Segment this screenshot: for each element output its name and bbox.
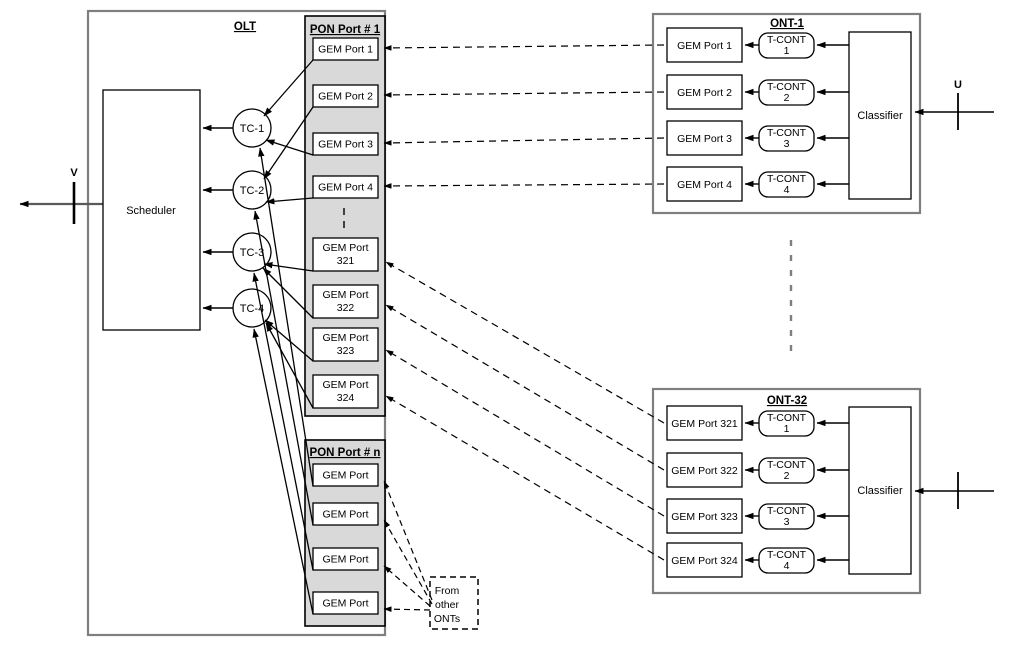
pon1-gem-port-2-box xyxy=(312,84,379,108)
v-reference-label: V xyxy=(70,167,78,179)
link-ont32-gem323-to-pon1-gem323 xyxy=(385,349,665,517)
link-ponn-gem3-to-tc3 xyxy=(252,272,314,571)
ont32-gem-port-323-box xyxy=(666,498,743,534)
pon1-gem-port-322-box xyxy=(312,284,379,319)
link-gem321-to-tc3 xyxy=(263,262,314,272)
pon1-gem-port-321-box xyxy=(312,237,379,272)
ont32-gem-port-321-label: GEM Port 321 xyxy=(671,418,738,430)
link-ont32-gem324-to-pon1-gem324 xyxy=(385,395,665,561)
link-otheronts-to-ponn-gem4 xyxy=(383,606,431,612)
link-ont1-gem4-to-pon1-gem4 xyxy=(383,183,665,189)
ponn-gem-port-3-label: GEM Port xyxy=(322,554,368,566)
link-gem1-to-tc1 xyxy=(263,59,314,117)
ont1-gem-port-3-label: GEM Port 3 xyxy=(677,133,732,145)
link-ont1-gem3-to-pon1-gem3 xyxy=(383,137,665,146)
link-ont32-gem322-to-pon1-gem322 xyxy=(385,304,665,471)
olt-tc-4-label: TC-4 xyxy=(240,303,264,315)
link-otheronts-to-ponn-gem3 xyxy=(383,565,431,607)
scheduler-box xyxy=(102,89,201,331)
from-other-onts-box xyxy=(429,576,479,630)
ponn-gem-port-1-box xyxy=(312,463,379,487)
ont1-gem-port-1-label: GEM Port 1 xyxy=(677,40,732,52)
pon1-gem-port-2-label: GEM Port 2 xyxy=(318,91,373,103)
ont1-gem-port-2-box xyxy=(666,74,743,110)
ont32-gem-port-324-box xyxy=(666,542,743,578)
pon-port-1-title: PON Port # 1 xyxy=(310,24,381,36)
ponn-gem-port-2-label: GEM Port xyxy=(322,509,368,521)
ont1-gem-port-4-label: GEM Port 4 xyxy=(677,179,732,191)
pon1-gem-port-4-box xyxy=(312,175,379,199)
link-ont32-gem321-to-pon1-gem321 xyxy=(385,261,665,424)
ont1-classifier-label: Classifier xyxy=(857,110,903,122)
ont32-gem-port-324-label: GEM Port 324 xyxy=(671,555,738,567)
link-gem2-to-tc2 xyxy=(263,106,314,180)
ont32-gem-port-322-label: GEM Port 322 xyxy=(671,465,738,477)
ponn-gem-port-3-box xyxy=(312,547,379,571)
link-ont1-gem1-to-pon1-gem1 xyxy=(383,44,665,51)
link-ont1-gem2-to-pon1-gem2 xyxy=(383,91,665,98)
link-otheronts-to-ponn-gem1 xyxy=(383,480,433,601)
ont1-classifier-box xyxy=(848,31,912,200)
ont-1-title: ONT-1 xyxy=(770,18,804,30)
link-gem324-to-tc4 xyxy=(265,322,314,409)
ont32-gem-port-321-box xyxy=(666,405,743,441)
pon1-gem-port-3-label: GEM Port 3 xyxy=(318,139,373,151)
ont32-gem-port-323-label: GEM Port 323 xyxy=(671,511,738,523)
ont32-gem-port-322-box xyxy=(666,452,743,488)
ont1-gem-port-2-label: GEM Port 2 xyxy=(677,87,732,99)
link-gem3-to-tc1 xyxy=(265,139,314,156)
pon1-gem-port-323-box xyxy=(312,327,379,362)
ont32-classifier-label: Classifier xyxy=(857,485,903,497)
olt-tc-3-label: TC-3 xyxy=(240,247,264,259)
ont1-gem-port-3-box xyxy=(666,120,743,156)
ont-32-title: ONT-32 xyxy=(767,395,807,407)
link-gem4-to-tc2 xyxy=(265,197,314,205)
u-reference-label: U xyxy=(954,79,962,91)
olt-tc-2-label: TC-2 xyxy=(240,185,264,197)
link-ponn-gem1-to-tc1 xyxy=(258,147,314,487)
pon-port-n-title: PON Port # n xyxy=(310,447,381,459)
ponn-gem-port-4-label: GEM Port xyxy=(322,598,368,610)
scheduler-label: Scheduler xyxy=(126,205,176,217)
link-ponn-gem4-to-tc4 xyxy=(252,328,314,615)
pon1-gem-port-1-box xyxy=(312,37,379,61)
olt-tc-1-label: TC-1 xyxy=(240,123,264,135)
pon1-gem-port-3-box xyxy=(312,132,379,156)
link-gem322-to-tc3 xyxy=(262,267,314,319)
ont32-classifier-box xyxy=(848,406,912,575)
link-otheronts-to-ponn-gem2 xyxy=(383,519,433,605)
olt-title: OLT xyxy=(234,21,256,33)
ponn-gem-port-4-box xyxy=(312,591,379,615)
pon1-gem-port-1-label: GEM Port 1 xyxy=(318,44,373,56)
ponn-gem-port-1-label: GEM Port xyxy=(322,470,368,482)
pon1-gem-port-324-box xyxy=(312,374,379,409)
ont1-gem-port-4-box xyxy=(666,166,743,202)
link-ponn-gem2-to-tc2 xyxy=(253,210,314,526)
ponn-gem-port-2-box xyxy=(312,502,379,526)
link-gem323-to-tc4 xyxy=(264,319,314,362)
ont1-gem-port-1-box xyxy=(666,27,743,63)
pon1-gem-port-4-label: GEM Port 4 xyxy=(318,182,373,194)
